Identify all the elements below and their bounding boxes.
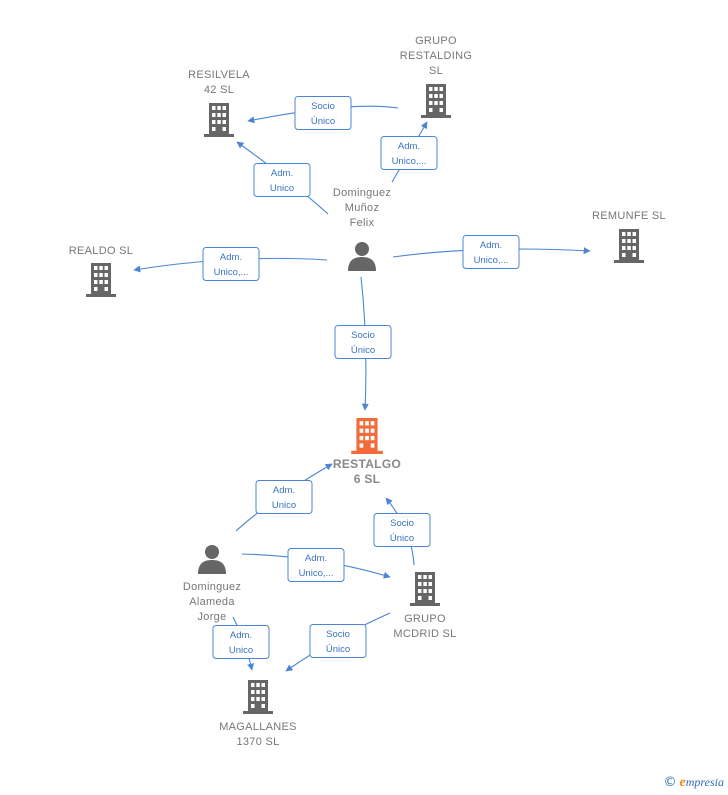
node-label-line: GRUPO: [404, 613, 446, 625]
edge-label-box: [462, 235, 520, 269]
edge-label-text: Socio: [311, 101, 335, 112]
edge-label-text: Adm.: [480, 240, 502, 251]
copyright-icon: ©: [663, 775, 677, 790]
edges-layer: SocioÚnicoAdm.Unico,...Adm.UnicoAdm.Unic…: [133, 96, 591, 672]
edge-label-text: Unico,...: [299, 568, 334, 579]
edge-label-box: [253, 163, 311, 197]
edge-label-text: Unico: [270, 183, 294, 194]
brand-name: mpresia: [685, 775, 724, 789]
edge-label-text: Socio: [326, 629, 350, 640]
edge-label-box: [202, 247, 260, 281]
edge-label-box: [380, 136, 438, 170]
person-icon: [348, 242, 376, 271]
edge-label-text: Unico,...: [214, 267, 249, 278]
edge-label-text: Adm.: [230, 630, 252, 641]
node-label-line: SL: [429, 65, 443, 77]
edge-label-box: [334, 325, 392, 359]
node-label-line: 6 SL: [354, 472, 381, 486]
building-icon: [410, 572, 440, 606]
building-icon: [421, 84, 451, 118]
node-label-line: RESTALGO: [333, 457, 401, 471]
focus-building-icon: [351, 418, 383, 454]
node-label-line: MCDRID SL: [393, 628, 456, 640]
node-realdo[interactable]: REALDO SL: [69, 245, 133, 297]
node-magallanes[interactable]: MAGALLANES 1370 SL: [219, 680, 297, 748]
node-label-line: Dominguez: [333, 187, 391, 199]
node-label-line: Dominguez: [183, 581, 241, 593]
node-label-line: RESILVELA: [188, 69, 250, 81]
node-resilvela[interactable]: RESILVELA 42 SL: [188, 69, 250, 137]
edge-label-text: Socio: [351, 330, 375, 341]
brand-logo-e: e: [679, 775, 686, 790]
edge-label-text: Unico: [272, 500, 296, 511]
edge-label-box: [255, 480, 313, 514]
node-label-line: GRUPO: [415, 35, 457, 47]
edge-label-box: [373, 513, 431, 547]
node-label-line: REMUNFE SL: [592, 210, 666, 222]
edge-label-text: Adm.: [398, 141, 420, 152]
node-label-line: REALDO SL: [69, 245, 133, 257]
node-label-line: 1370 SL: [236, 736, 279, 748]
edge-label-text: Único: [390, 533, 414, 544]
edge-felix-to-restalding: Adm. Unico,...: [380, 121, 438, 183]
edge-label-text: Unico,...: [474, 255, 509, 266]
edge-label-box: [309, 624, 367, 658]
edge-jorge-to-mcdrid: Adm. Unico,...: [241, 548, 391, 582]
edge-jorge-to-magallanes: Adm. Unico: [212, 616, 270, 671]
building-icon: [243, 680, 273, 714]
edge-label-text: Adm.: [273, 485, 295, 496]
building-icon: [86, 263, 116, 297]
node-label-line: Felix: [350, 217, 375, 229]
node-restalding[interactable]: GRUPO RESTALDING SL: [400, 35, 472, 118]
edge-label-text: Socio: [390, 518, 414, 529]
node-remunfe[interactable]: REMUNFE SL: [592, 210, 666, 263]
edge-label-box: [294, 96, 352, 130]
node-label-line: 42 SL: [204, 84, 234, 96]
edge-felix-to-realdo: Adm. Unico,...: [133, 247, 328, 281]
node-label-line: Muñoz: [345, 202, 380, 214]
edge-label-text: Adm.: [220, 252, 242, 263]
edge-label-text: Adm.: [271, 168, 293, 179]
edge-label-text: Único: [326, 644, 350, 655]
node-label-line: MAGALLANES: [219, 721, 297, 733]
person-icon: [198, 545, 226, 574]
edge-jorge-to-restalgo: Adm. Unico: [235, 463, 333, 532]
building-icon: [204, 103, 234, 137]
edge-label-text: Único: [351, 345, 375, 356]
building-icon: [614, 229, 644, 263]
node-label-line: Jorge: [197, 611, 226, 623]
edge-label-text: Unico,...: [392, 156, 427, 167]
node-label-line: RESTALDING: [400, 50, 472, 62]
node-mcdrid[interactable]: GRUPO MCDRID SL: [393, 572, 456, 640]
edge-label-text: Unico: [229, 645, 253, 656]
edge-felix-to-resilvela: Adm. Unico: [236, 141, 329, 215]
brand-watermark: © empresia: [664, 775, 724, 791]
edge-label-box: [287, 548, 345, 582]
node-label-line: Alameda: [189, 596, 235, 608]
edge-label-text: Adm.: [305, 553, 327, 564]
edge-label-text: Único: [311, 116, 335, 127]
edge-felix-to-remunfe: Adm. Unico,...: [392, 235, 591, 269]
edge-label-box: [212, 625, 270, 659]
